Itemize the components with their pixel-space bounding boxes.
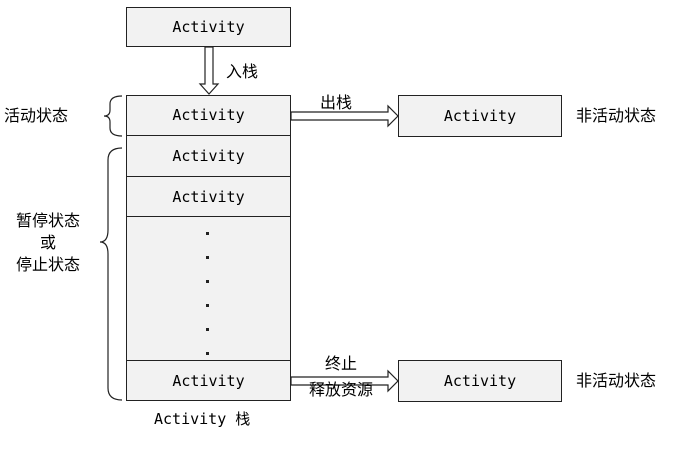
terminate-label: 终止 xyxy=(324,354,357,373)
or-label: 或 xyxy=(39,233,56,252)
pop-arrow-icon xyxy=(290,104,399,128)
active-state-label: 活动状态 xyxy=(4,106,69,125)
push-arrow-icon xyxy=(198,46,220,95)
stack-caption: Activity 栈 xyxy=(154,410,251,428)
paused-brace-icon xyxy=(99,147,123,401)
released-activity-box: Activity xyxy=(398,360,562,402)
finish-arrow-icon xyxy=(290,369,399,393)
finish-label: 终止 释放资源 xyxy=(301,351,381,403)
inactive-state-label-bottom: 非活动状态 xyxy=(576,371,657,390)
ellipsis-dot xyxy=(206,304,209,307)
ellipsis-dot xyxy=(206,352,209,355)
stack-cell-paused-2: Activity xyxy=(126,177,291,217)
paused-label: 暂停状态 xyxy=(15,211,80,230)
inactive-state-label-top: 非活动状态 xyxy=(576,106,657,125)
paused-stopped-label: 暂停状态 或 停止状态 xyxy=(6,210,90,276)
stack-cell-bottom: Activity xyxy=(126,360,291,401)
ellipsis-dot xyxy=(206,256,209,259)
active-brace-icon xyxy=(103,95,123,137)
stack-cell-paused-1: Activity xyxy=(126,136,291,177)
push-label: 入栈 xyxy=(226,62,259,81)
stopped-label: 停止状态 xyxy=(15,255,80,274)
incoming-activity-box: Activity xyxy=(126,7,291,47)
ellipsis-dot xyxy=(206,280,209,283)
stack-cell-running: Activity xyxy=(126,95,291,136)
pop-label: 出栈 xyxy=(320,93,353,112)
ellipsis-dot xyxy=(206,328,209,331)
ellipsis-dot xyxy=(206,232,209,235)
release-resources-label: 释放资源 xyxy=(308,380,373,399)
activity-stack xyxy=(126,95,291,401)
